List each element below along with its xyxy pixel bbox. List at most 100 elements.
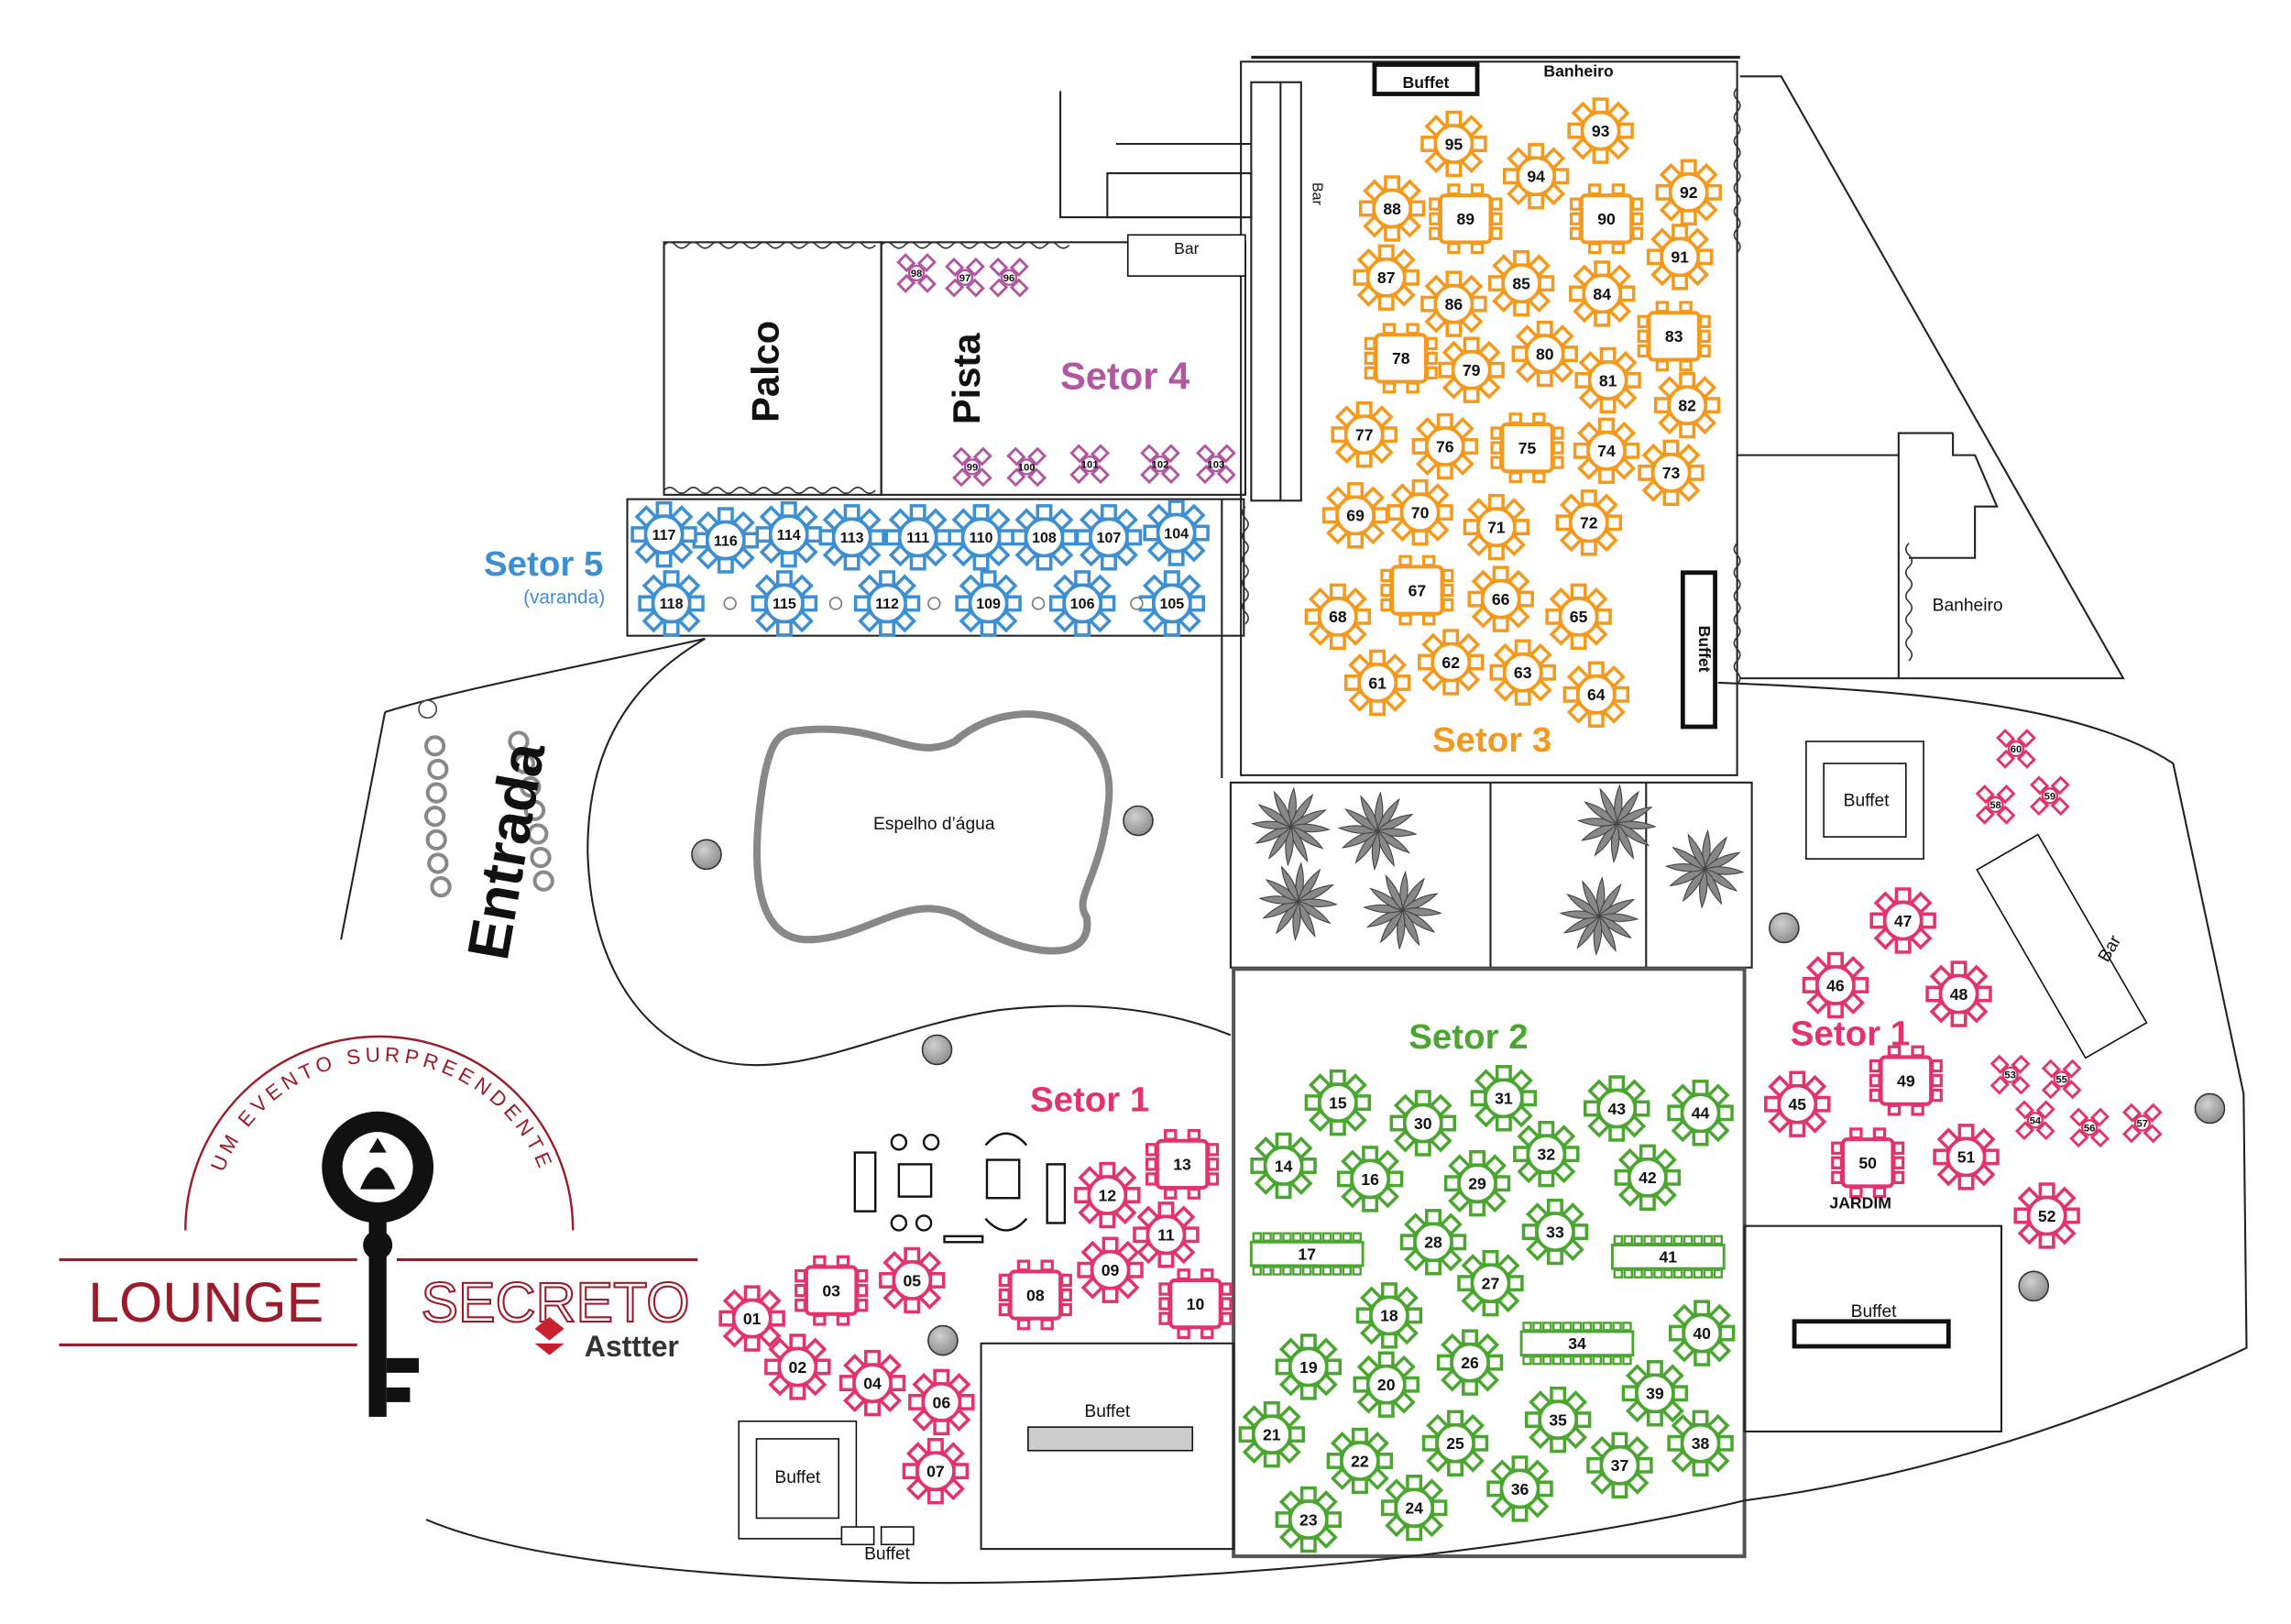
table-25[interactable]: 25 xyxy=(1421,1410,1489,1476)
table-114[interactable]: 114 xyxy=(755,500,822,568)
table-45[interactable]: 45 xyxy=(1764,1070,1831,1137)
table-06[interactable]: 06 xyxy=(908,1368,975,1436)
table-11[interactable]: 11 xyxy=(1133,1202,1200,1268)
table-109[interactable]: 109 xyxy=(955,570,1022,637)
table-104[interactable]: 104 xyxy=(1143,499,1210,566)
table-12[interactable]: 12 xyxy=(1074,1161,1141,1229)
table-48[interactable]: 48 xyxy=(1925,960,1992,1027)
table-19[interactable]: 19 xyxy=(1275,1333,1343,1400)
table-47[interactable]: 47 xyxy=(1869,887,1936,954)
table-33[interactable]: 33 xyxy=(1521,1198,1589,1266)
table-71[interactable]: 71 xyxy=(1463,493,1530,561)
table-50[interactable]: 50 xyxy=(1831,1127,1905,1199)
table-69[interactable]: 69 xyxy=(1321,482,1389,549)
table-44[interactable]: 44 xyxy=(1667,1080,1734,1147)
table-29[interactable]: 29 xyxy=(1443,1150,1511,1217)
table-93[interactable]: 93 xyxy=(1567,97,1634,164)
table-94[interactable]: 94 xyxy=(1502,143,1570,210)
table-10[interactable]: 10 xyxy=(1158,1268,1233,1340)
table-111[interactable]: 111 xyxy=(884,504,951,571)
table-14[interactable]: 14 xyxy=(1250,1132,1317,1200)
table-39[interactable]: 39 xyxy=(1621,1360,1689,1427)
table-79[interactable]: 79 xyxy=(1438,336,1505,403)
table-95[interactable]: 95 xyxy=(1420,110,1487,178)
table-85[interactable]: 85 xyxy=(1487,249,1555,317)
table-18[interactable]: 18 xyxy=(1355,1282,1423,1349)
table-38[interactable]: 38 xyxy=(1667,1410,1734,1476)
table-17[interactable]: 17 xyxy=(1249,1232,1365,1276)
table-103[interactable]: 103 xyxy=(1196,444,1236,485)
table-89[interactable]: 89 xyxy=(1429,183,1503,255)
table-72[interactable]: 72 xyxy=(1555,489,1623,556)
table-26[interactable]: 26 xyxy=(1436,1329,1504,1396)
table-34[interactable]: 34 xyxy=(1519,1322,1635,1366)
table-99[interactable]: 99 xyxy=(952,446,992,488)
table-118[interactable]: 118 xyxy=(638,570,705,637)
table-107[interactable]: 107 xyxy=(1075,504,1143,571)
table-115[interactable]: 115 xyxy=(751,570,818,637)
table-36[interactable]: 36 xyxy=(1486,1455,1553,1522)
table-76[interactable]: 76 xyxy=(1411,412,1479,480)
table-88[interactable]: 88 xyxy=(1358,175,1426,242)
table-61[interactable]: 61 xyxy=(1343,649,1411,717)
table-03[interactable]: 03 xyxy=(795,1255,869,1326)
table-102[interactable]: 102 xyxy=(1140,444,1180,485)
table-32[interactable]: 32 xyxy=(1513,1120,1580,1188)
table-105[interactable]: 105 xyxy=(1138,570,1206,637)
table-35[interactable]: 35 xyxy=(1524,1386,1592,1454)
table-22[interactable]: 22 xyxy=(1326,1427,1394,1495)
table-02[interactable]: 02 xyxy=(764,1333,831,1400)
table-58[interactable]: 58 xyxy=(1975,785,2016,825)
table-52[interactable]: 52 xyxy=(2013,1182,2080,1249)
table-65[interactable]: 65 xyxy=(1545,583,1612,651)
table-106[interactable]: 106 xyxy=(1048,570,1116,637)
table-49[interactable]: 49 xyxy=(1869,1045,1943,1116)
table-28[interactable]: 28 xyxy=(1399,1209,1467,1276)
table-78[interactable]: 78 xyxy=(1364,323,1438,394)
table-60[interactable]: 60 xyxy=(1996,729,2036,769)
table-51[interactable]: 51 xyxy=(1933,1124,2000,1191)
table-68[interactable]: 68 xyxy=(1304,583,1372,651)
table-80[interactable]: 80 xyxy=(1511,320,1578,388)
table-82[interactable]: 82 xyxy=(1653,371,1721,439)
table-108[interactable]: 108 xyxy=(1011,504,1078,571)
table-01[interactable]: 01 xyxy=(718,1285,785,1352)
table-23[interactable]: 23 xyxy=(1275,1486,1343,1553)
table-77[interactable]: 77 xyxy=(1331,401,1398,468)
table-73[interactable]: 73 xyxy=(1638,439,1705,507)
table-46[interactable]: 46 xyxy=(1802,951,1869,1019)
table-87[interactable]: 87 xyxy=(1353,244,1420,311)
table-54[interactable]: 54 xyxy=(2014,1100,2055,1141)
table-57[interactable]: 57 xyxy=(2121,1103,2163,1144)
table-42[interactable]: 42 xyxy=(1614,1144,1682,1212)
table-09[interactable]: 09 xyxy=(1077,1236,1144,1303)
table-64[interactable]: 64 xyxy=(1562,661,1630,728)
table-74[interactable]: 74 xyxy=(1573,417,1640,485)
table-20[interactable]: 20 xyxy=(1353,1351,1420,1418)
table-117[interactable]: 117 xyxy=(630,500,697,568)
table-63[interactable]: 63 xyxy=(1489,639,1556,706)
table-100[interactable]: 100 xyxy=(1006,446,1047,488)
table-37[interactable]: 37 xyxy=(1586,1432,1653,1498)
table-16[interactable]: 16 xyxy=(1336,1146,1404,1213)
table-62[interactable]: 62 xyxy=(1418,629,1485,696)
table-116[interactable]: 116 xyxy=(692,507,760,574)
table-24[interactable]: 24 xyxy=(1380,1475,1448,1542)
table-81[interactable]: 81 xyxy=(1574,346,1641,414)
table-112[interactable]: 112 xyxy=(853,570,921,637)
table-40[interactable]: 40 xyxy=(1668,1300,1736,1366)
table-08[interactable]: 08 xyxy=(998,1259,1072,1331)
table-98[interactable]: 98 xyxy=(896,253,937,293)
table-05[interactable]: 05 xyxy=(879,1246,946,1314)
table-55[interactable]: 55 xyxy=(2041,1059,2082,1100)
table-101[interactable]: 101 xyxy=(1069,444,1110,485)
table-84[interactable]: 84 xyxy=(1569,260,1636,327)
table-66[interactable]: 66 xyxy=(1467,565,1534,632)
table-86[interactable]: 86 xyxy=(1420,270,1487,337)
table-27[interactable]: 27 xyxy=(1457,1249,1524,1317)
table-70[interactable]: 70 xyxy=(1387,478,1453,546)
table-90[interactable]: 90 xyxy=(1569,183,1644,255)
table-83[interactable]: 83 xyxy=(1637,301,1711,372)
table-13[interactable]: 13 xyxy=(1146,1128,1220,1200)
table-67[interactable]: 67 xyxy=(1380,554,1454,626)
